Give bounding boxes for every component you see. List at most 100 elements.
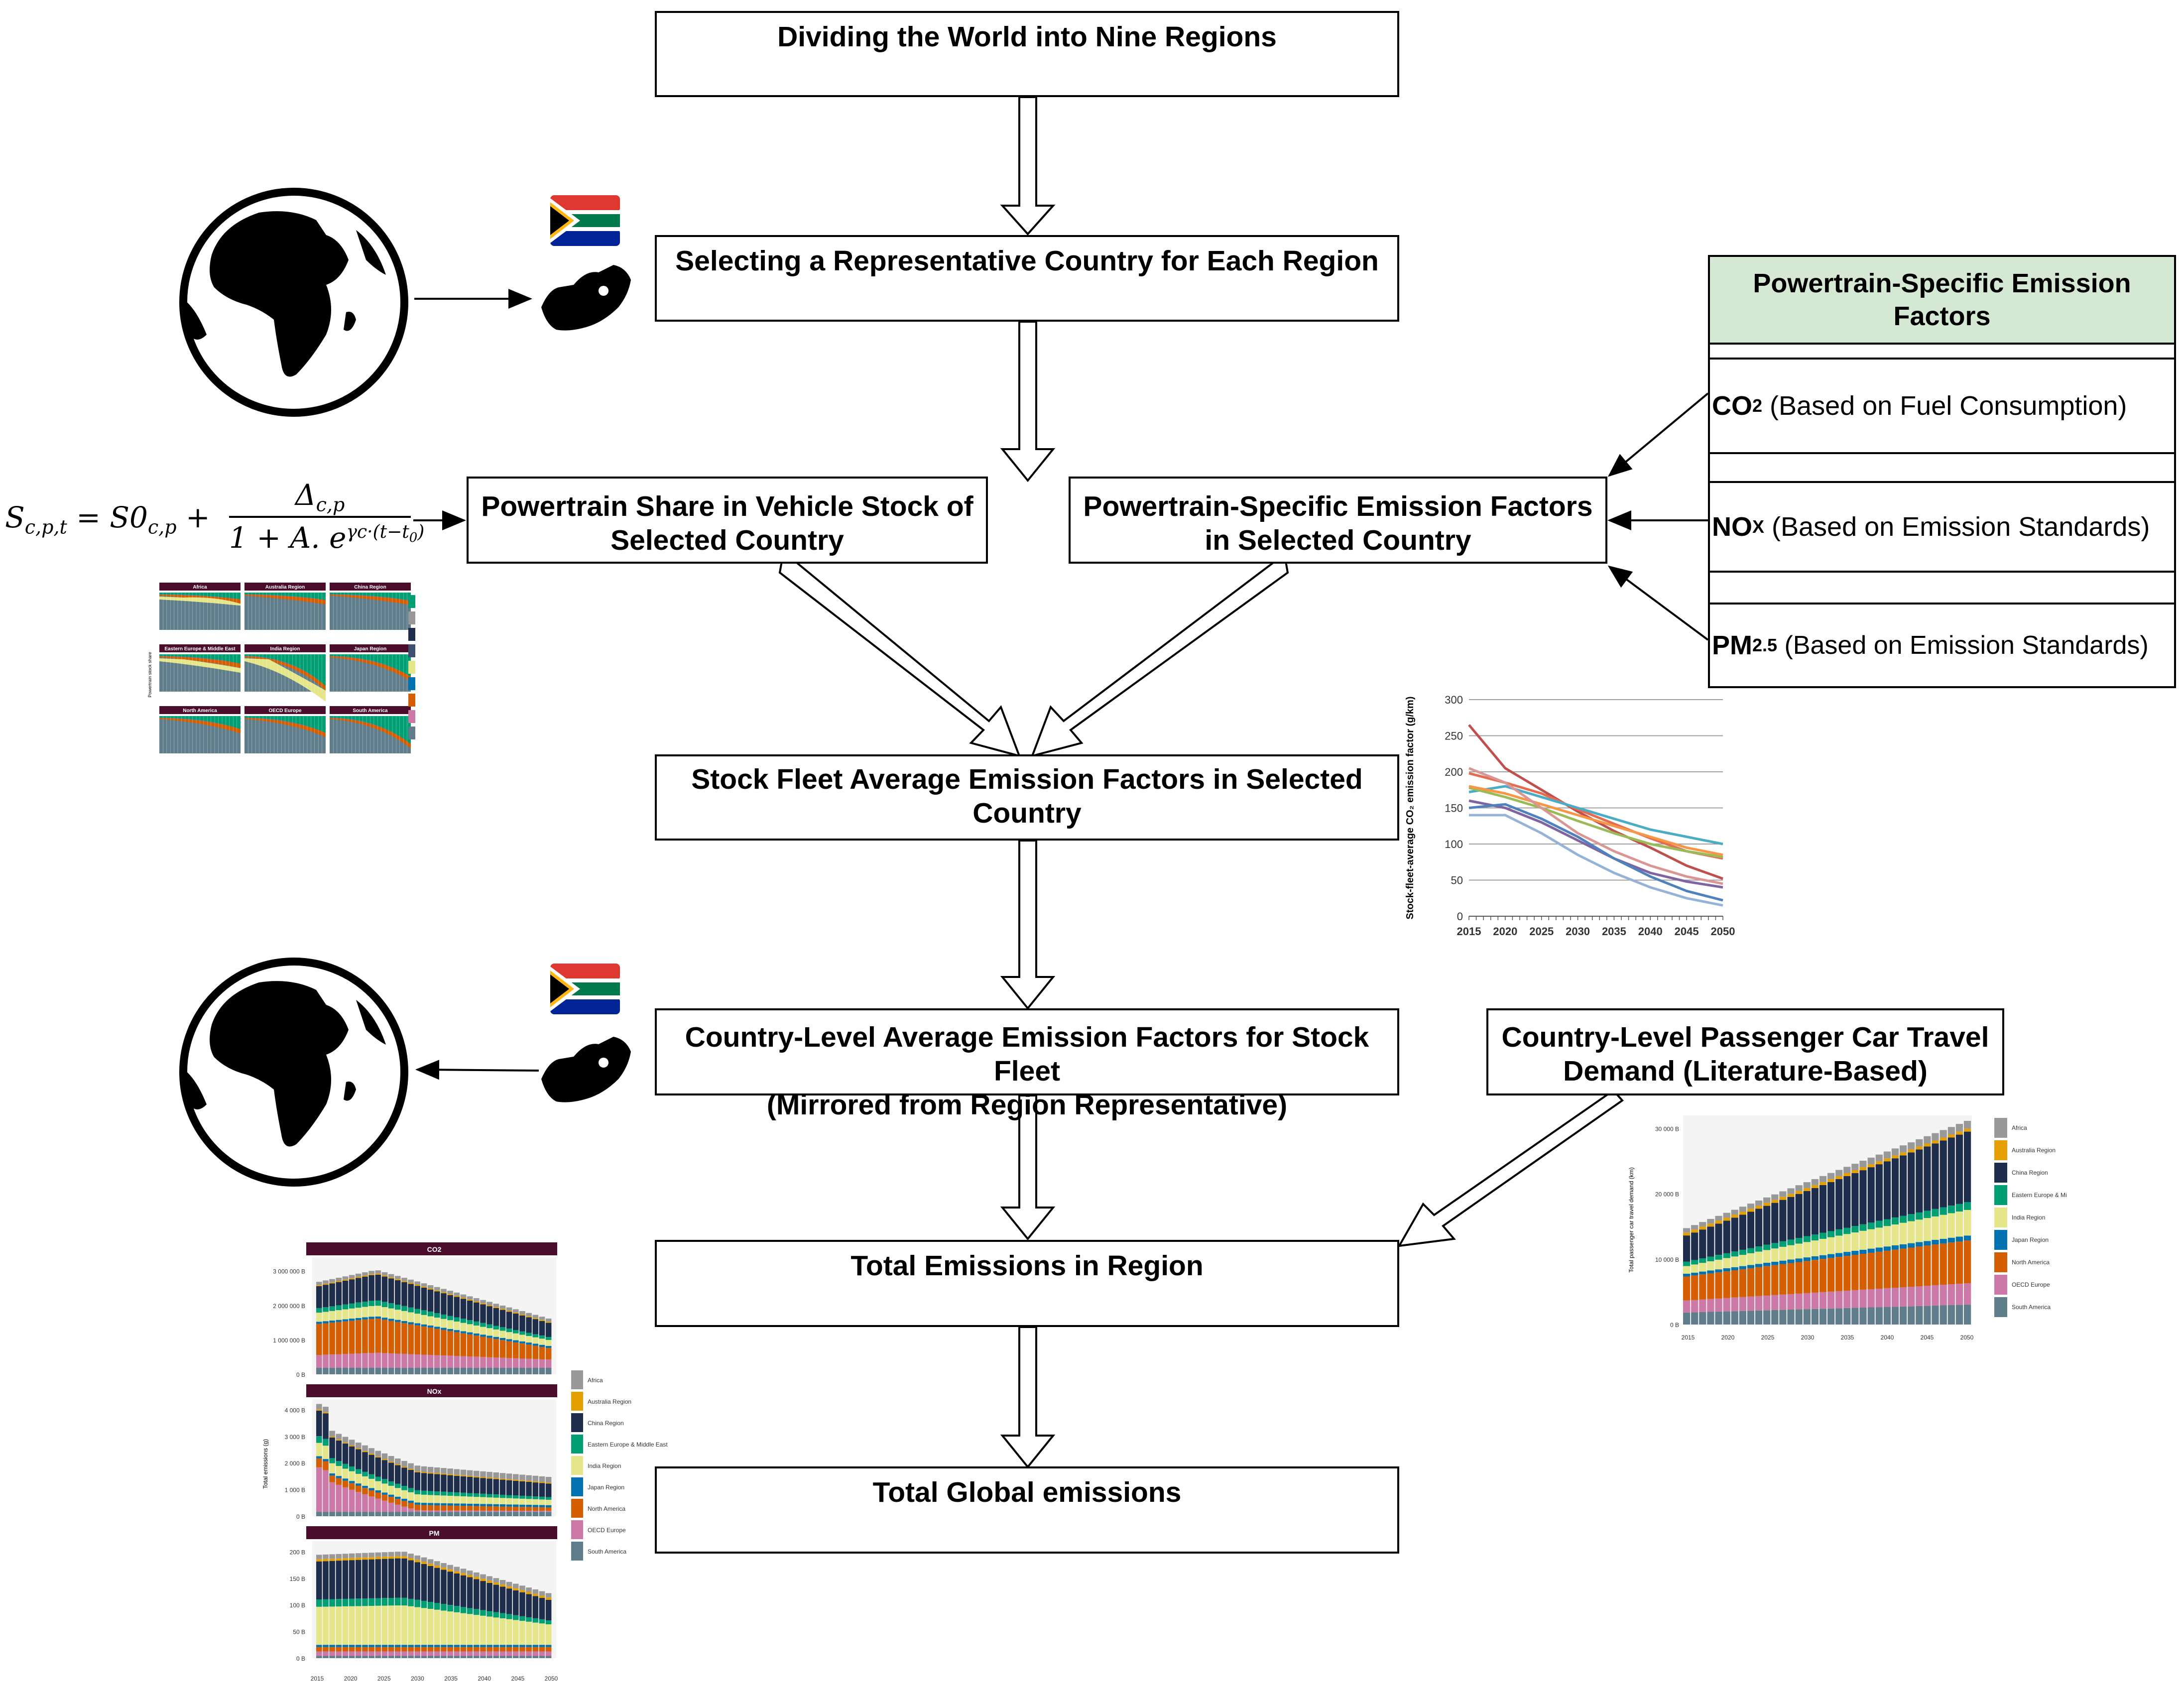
stacked-bar (1827, 1173, 1835, 1179)
stacked-bar (381, 1605, 388, 1645)
stacked-bar (336, 1561, 342, 1599)
stacked-bar (356, 1278, 362, 1303)
stacked-bar (362, 1471, 368, 1476)
stacked-bar (513, 1590, 519, 1615)
stacked-bar (506, 1647, 512, 1652)
arrow-step4-step5 (1000, 840, 1056, 1010)
stacked-bar (1691, 1260, 1699, 1265)
share-band (330, 654, 411, 677)
stacked-bar (316, 1410, 322, 1437)
stacked-bar (421, 1557, 427, 1562)
stacked-bar (323, 1283, 329, 1285)
stacked-bar (388, 1552, 394, 1557)
stacked-bar (506, 1645, 512, 1647)
stacked-bar (506, 1368, 512, 1374)
stacked-bar (506, 1341, 512, 1358)
stacked-bar (526, 1344, 532, 1359)
stacked-bar (329, 1463, 335, 1473)
panel-title: OECD Europe (268, 708, 302, 714)
stacked-bar (408, 1645, 414, 1647)
stacked-bar (486, 1656, 492, 1658)
stacked-bar (375, 1306, 381, 1317)
stacked-bar (1779, 1260, 1787, 1264)
legend-swatch (571, 1435, 583, 1453)
stacked-bar (1811, 1256, 1819, 1260)
stacked-bar (513, 1314, 519, 1330)
stacked-bar (1731, 1270, 1738, 1298)
stacked-bar (460, 1506, 467, 1511)
stacked-bar (1763, 1206, 1771, 1245)
stacked-bar (395, 1320, 401, 1322)
stacked-bar (1843, 1252, 1851, 1256)
stacked-bar (1771, 1261, 1779, 1265)
panel-strip (159, 706, 241, 714)
stacked-bar (395, 1464, 401, 1465)
stacked-bar (1867, 1252, 1875, 1289)
stacked-bar (545, 1345, 552, 1348)
stacked-bar (414, 1656, 421, 1658)
stacked-bar (460, 1492, 467, 1496)
stacked-bar (408, 1647, 414, 1652)
legend-label: Australia Region (2012, 1147, 2056, 1154)
y-tick-label: 30 000 B (1655, 1125, 1679, 1132)
stacked-bar (408, 1468, 414, 1470)
stacked-bar (499, 1473, 506, 1479)
stacked-bar (447, 1572, 453, 1605)
stacked-bar (1787, 1310, 1795, 1325)
stacked-bar (356, 1651, 362, 1656)
stacked-bar (427, 1647, 434, 1652)
stacked-bar (427, 1503, 434, 1505)
stacked-bar (454, 1645, 460, 1647)
panel-strip (244, 644, 326, 652)
stacked-bar (532, 1511, 539, 1512)
stacked-bar (342, 1319, 349, 1322)
stacked-bar (349, 1558, 355, 1561)
stacked-bar (1908, 1287, 1915, 1307)
stacked-bar (336, 1310, 342, 1320)
stacked-bar (499, 1331, 506, 1338)
x-tick-label: 2025 (377, 1675, 391, 1682)
stacked-bar (336, 1558, 342, 1561)
x-tick-label: 2045 (1921, 1334, 1934, 1341)
stacked-bar (421, 1471, 427, 1473)
stacked-bar (454, 1475, 460, 1493)
stacked-bar (441, 1503, 447, 1506)
share-band (330, 593, 411, 601)
stacked-bar (388, 1485, 394, 1495)
stacked-bar (1843, 1256, 1851, 1291)
stacked-bar (1916, 1149, 1923, 1212)
stacked-bar (401, 1645, 407, 1647)
stacked-bar (395, 1368, 401, 1374)
stacked-bar (1683, 1235, 1691, 1262)
stacked-bar (1916, 1246, 1923, 1287)
y-tick-label: 3 000 000 B (273, 1268, 305, 1275)
stacked-bar (467, 1496, 473, 1504)
stacked-bar (434, 1473, 440, 1474)
stacked-bar (323, 1412, 329, 1414)
stacked-bar (539, 1359, 545, 1368)
south-africa-flag-icon (550, 195, 620, 246)
stacked-bar (342, 1645, 349, 1647)
stacked-bar (375, 1456, 381, 1457)
stacked-bar (427, 1355, 434, 1368)
legend-swatch (408, 694, 415, 707)
stacked-bar (447, 1505, 453, 1511)
stacked-bar (513, 1645, 519, 1647)
stacked-bar (1811, 1185, 1819, 1188)
stacked-bar (539, 1645, 545, 1647)
stacked-bar (401, 1597, 407, 1606)
stacked-bar (539, 1320, 545, 1321)
stacked-bar (493, 1368, 499, 1374)
stacked-bar (434, 1656, 440, 1658)
stacked-bar (1803, 1309, 1811, 1325)
south-africa-flag-icon (550, 964, 620, 1014)
y-tick-label: 200 B (290, 1549, 305, 1556)
stacked-bar (1739, 1297, 1746, 1311)
stacked-bar (375, 1557, 381, 1560)
stacked-bar (499, 1305, 506, 1309)
stacked-bar (414, 1502, 421, 1505)
stacked-bar (381, 1645, 388, 1647)
arrow-step6-step7 (1000, 1326, 1056, 1469)
stacked-bar (1795, 1185, 1803, 1191)
